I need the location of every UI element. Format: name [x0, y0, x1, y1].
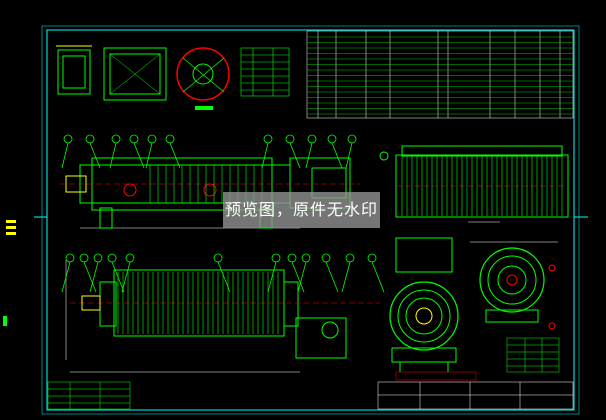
leader-line: [89, 142, 101, 169]
callout-balloons-bottom: [61, 253, 385, 293]
callout-balloon: [213, 253, 223, 263]
callout-balloon: [111, 134, 121, 144]
callout-balloon: [307, 134, 317, 144]
callout-balloon: [107, 253, 117, 263]
leader-line: [61, 261, 71, 293]
leader-line: [341, 261, 351, 293]
callout-balloon: [345, 253, 355, 263]
leader-line: [83, 261, 97, 293]
leader-line: [133, 142, 145, 169]
bom-rows: [307, 36, 573, 115]
leader-line: [109, 142, 117, 169]
small-view-1: [56, 45, 92, 95]
callout-balloon: [165, 134, 175, 144]
leader-line: [89, 261, 99, 293]
round-view: [176, 47, 230, 110]
leader-line: [297, 261, 307, 293]
margin-marks: [3, 220, 16, 326]
leader-line: [289, 142, 301, 169]
leader-line: [121, 261, 131, 293]
callout-balloon: [263, 134, 273, 144]
callout-balloon: [125, 253, 135, 263]
plan-view: [65, 260, 380, 373]
parts-table-small: [240, 47, 290, 97]
callout-balloon: [271, 253, 281, 263]
callout-balloon: [93, 253, 103, 263]
callout-balloon: [65, 253, 75, 263]
callout-balloon: [287, 253, 297, 263]
side-view-plates: [401, 156, 563, 216]
callout-balloon: [285, 134, 295, 144]
callout-balloon: [321, 253, 331, 263]
callout-balloon: [147, 134, 157, 144]
leader-line: [217, 261, 231, 293]
preview-watermark: 预览图，原件无水印: [223, 192, 380, 228]
callout-balloon: [301, 253, 311, 263]
callout-balloon: [79, 253, 89, 263]
legend-table: [506, 337, 560, 373]
side-view: [379, 145, 569, 223]
leader-line: [305, 142, 313, 169]
leader-line: [169, 142, 181, 169]
leader-line: [61, 142, 69, 169]
end-view: [389, 237, 459, 372]
callout-balloon: [347, 134, 357, 144]
callout-balloon: [63, 134, 73, 144]
leader-line: [267, 261, 277, 293]
leader-line: [111, 261, 125, 293]
callout-balloon: [327, 134, 337, 144]
leader-line: [261, 142, 269, 169]
drum-view: [470, 241, 558, 330]
leader-line: [291, 261, 305, 293]
title-block-left: [47, 381, 131, 410]
leader-line: [371, 261, 385, 293]
drawing-frame: [34, 25, 588, 415]
plan-view-plates: [117, 272, 279, 334]
leader-line: [331, 142, 343, 169]
small-view-2: [103, 47, 167, 101]
callout-balloon: [367, 253, 377, 263]
callout-balloon: [85, 134, 95, 144]
callout-balloon: [129, 134, 139, 144]
leader-line: [325, 261, 339, 293]
bom-table: [306, 30, 574, 119]
leader-line: [345, 142, 353, 169]
leader-line: [145, 142, 153, 169]
callout-balloons-top: [61, 134, 357, 169]
title-block-right: [377, 371, 574, 410]
